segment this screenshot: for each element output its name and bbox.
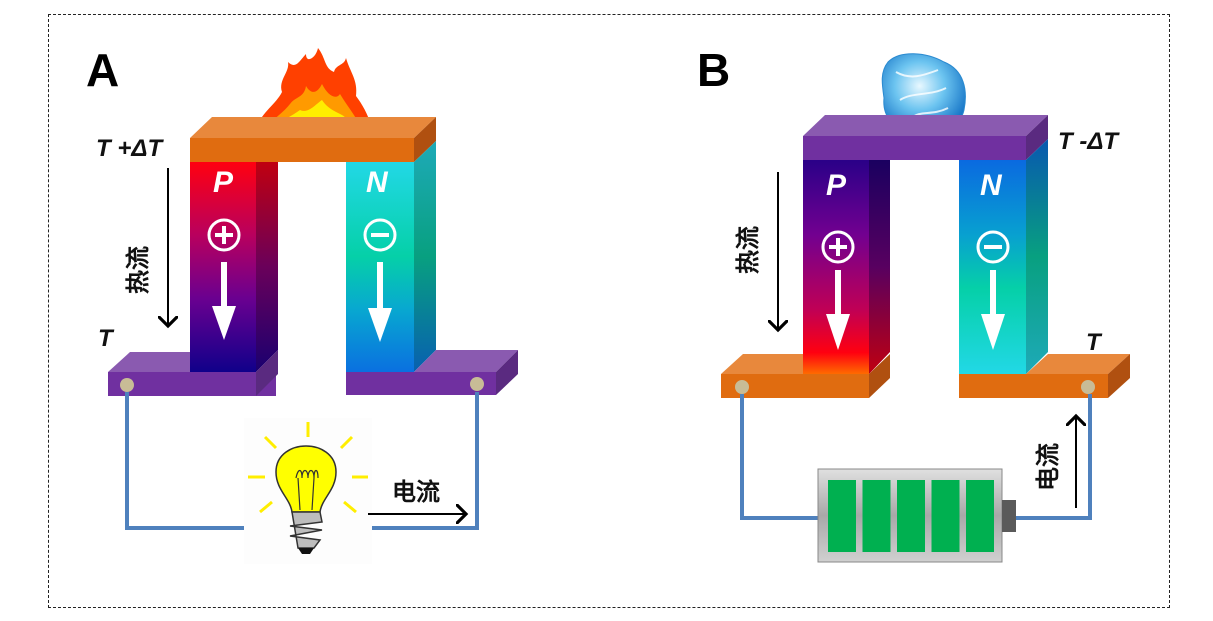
battery-cell [966,480,994,552]
heat-flow-label: 热流 [734,226,762,274]
battery-cell [862,480,891,552]
positive-carrier-icon [821,230,855,264]
terminal-right [470,377,484,391]
terminal-left [120,378,134,392]
panel-b: B P N [697,44,1130,563]
circuit-wire [740,394,1092,520]
cold-junction-plate [803,115,1048,160]
hot-junction-plate-left [721,354,890,398]
n-type-leg: N [959,139,1048,374]
terminal-right [1081,380,1095,394]
battery-cell [931,480,960,552]
battery-icon [817,468,1016,563]
p-leg-letter: P [213,166,234,199]
positive-carrier-icon [207,218,241,252]
n-leg-letter: N [980,169,1003,202]
cold-side-temp-label: T [98,325,115,352]
hot-side-temp-label: T [1086,329,1103,356]
battery-cell [897,480,925,552]
negative-carrier-icon [363,218,397,252]
p-type-leg: P [190,162,278,372]
current-label: 电流 [1034,443,1062,491]
heat-flow-label: 热流 [124,246,152,294]
battery-cell [828,480,856,552]
panel-b-letter: B [697,44,730,96]
hot-junction-plate-right [959,354,1130,398]
light-bulb-icon [244,418,372,564]
panel-a: A P N [86,44,518,564]
cold-side-temp-label: T -ΔT [1058,128,1120,155]
n-leg-letter: N [366,166,389,199]
terminal-left [735,380,749,394]
flame-icon [256,48,372,128]
p-leg-letter: P [826,169,847,202]
battery-cells [828,480,994,552]
figure-border [48,14,1170,608]
hot-side-temp-label: T +ΔT [96,135,164,162]
hot-junction-plate [190,117,436,162]
current-label: 电流 [392,478,440,506]
cold-junction-plate-right [346,350,518,395]
n-type-leg: N [346,141,436,372]
panel-a-letter: A [86,44,119,96]
cold-junction-plate-left [108,350,278,396]
negative-carrier-icon [976,230,1010,264]
p-type-leg: P [803,160,890,374]
